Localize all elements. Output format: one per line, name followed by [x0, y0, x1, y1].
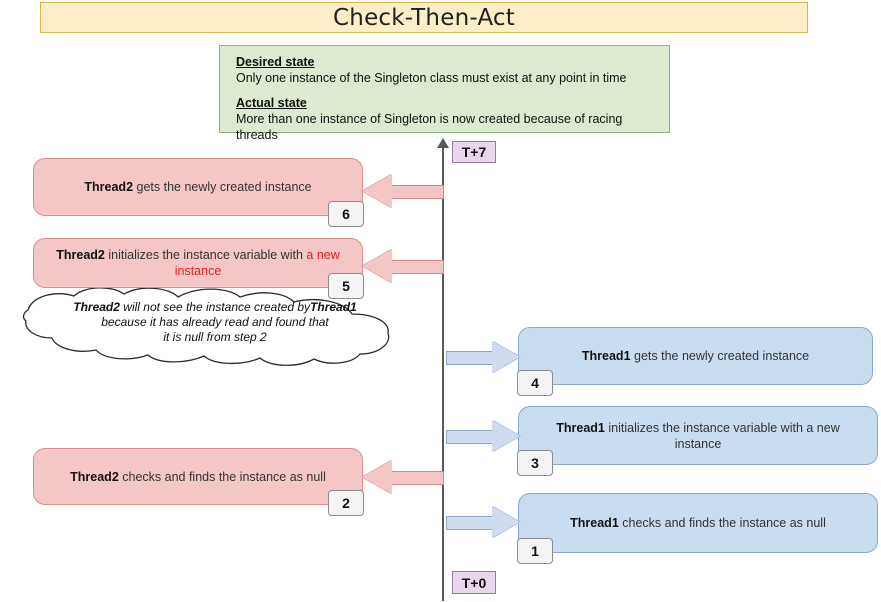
timeline-marker-bottom: T+0	[452, 571, 496, 594]
step-1-text: Thread1 checks and finds the instance as…	[556, 515, 840, 531]
step-box-3[interactable]: Thread1 initializes the instance variabl…	[517, 406, 878, 476]
arrow-to-step-5-icon	[362, 249, 444, 283]
arrow-to-step-2-icon	[362, 460, 444, 494]
timeline-arrowhead-icon	[437, 138, 449, 148]
step-2-rest: checks and finds the instance as null	[118, 469, 326, 484]
timeline-axis	[442, 146, 444, 601]
step-3-thread: Thread1	[556, 420, 605, 435]
step-5-number: 5	[328, 273, 364, 299]
step-6-number: 6	[328, 201, 364, 227]
step-4-thread: Thread1	[581, 349, 631, 363]
step-box-6[interactable]: Thread2 gets the newly created instance …	[33, 158, 364, 227]
state-summary-box: Desired state Only one instance of the S…	[219, 45, 670, 142]
cloud-shape-icon	[22, 288, 390, 366]
step-3-rest: initializes the instance variable with a…	[604, 420, 840, 451]
step-4-rest: gets the newly created instance	[630, 349, 810, 363]
step-box-2[interactable]: Thread2 checks and finds the instance as…	[33, 448, 364, 516]
cloud-line3: it is null from step 2	[163, 330, 267, 344]
actual-state-label: Actual state	[236, 96, 307, 110]
step-5-highlight: a new instance	[174, 248, 340, 278]
step-2-text: Thread2 checks and finds the instance as…	[56, 469, 340, 485]
actual-state-text: More than one instance of Singleton is n…	[236, 112, 623, 142]
step-box-4[interactable]: Thread1 gets the newly created instance …	[517, 327, 873, 396]
arrow-to-step-4-icon	[446, 341, 520, 373]
step-4-number: 4	[517, 370, 553, 396]
cloud-line1-mid: will not see the instance created by	[119, 300, 311, 314]
cloud-callout: Thread2 will not see the instance create…	[22, 288, 402, 366]
step-2-number: 2	[328, 490, 364, 516]
arrow-to-step-6-icon	[362, 174, 444, 208]
step-1-thread: Thread1	[570, 516, 619, 530]
arrow-to-step-3-icon	[446, 420, 520, 452]
cloud-line2: because it has already read and found th…	[101, 315, 329, 329]
step-5-rest: initializes the instance variable with	[104, 248, 307, 262]
step-6-text: Thread2 gets the newly created instance	[70, 179, 325, 195]
step-1-rest: checks and finds the instance as null	[618, 516, 826, 530]
desired-state-label: Desired state	[236, 55, 315, 69]
step-6-rest: gets the newly created instance	[133, 180, 312, 194]
desired-state-text: Only one instance of the Singleton class…	[236, 71, 627, 85]
step-5-thread: Thread2	[56, 248, 105, 262]
arrow-to-step-1-icon	[446, 506, 520, 538]
page-title: Check-Then-Act	[333, 4, 515, 31]
timeline-marker-top: T+7	[452, 141, 496, 163]
step-box-1[interactable]: Thread1 checks and finds the instance as…	[517, 493, 878, 564]
step-3-text: Thread1 initializes the instance variabl…	[519, 420, 877, 452]
step-2-thread: Thread2	[70, 469, 119, 484]
step-3-number: 3	[517, 450, 553, 476]
step-5-text: Thread2 initializes the instance variabl…	[34, 247, 362, 279]
diagram-title-bar: Check-Then-Act	[40, 2, 808, 33]
step-4-text: Thread1 gets the newly created instance	[568, 348, 823, 364]
cloud-text: Thread2 will not see the instance create…	[60, 300, 370, 345]
step-1-number: 1	[517, 538, 553, 564]
step-6-thread: Thread2	[84, 180, 134, 194]
cloud-line1-thread2: Thread2	[73, 300, 120, 314]
cloud-line1-thread1: Thread1	[310, 300, 357, 314]
step-box-5[interactable]: Thread2 initializes the instance variabl…	[33, 238, 364, 299]
